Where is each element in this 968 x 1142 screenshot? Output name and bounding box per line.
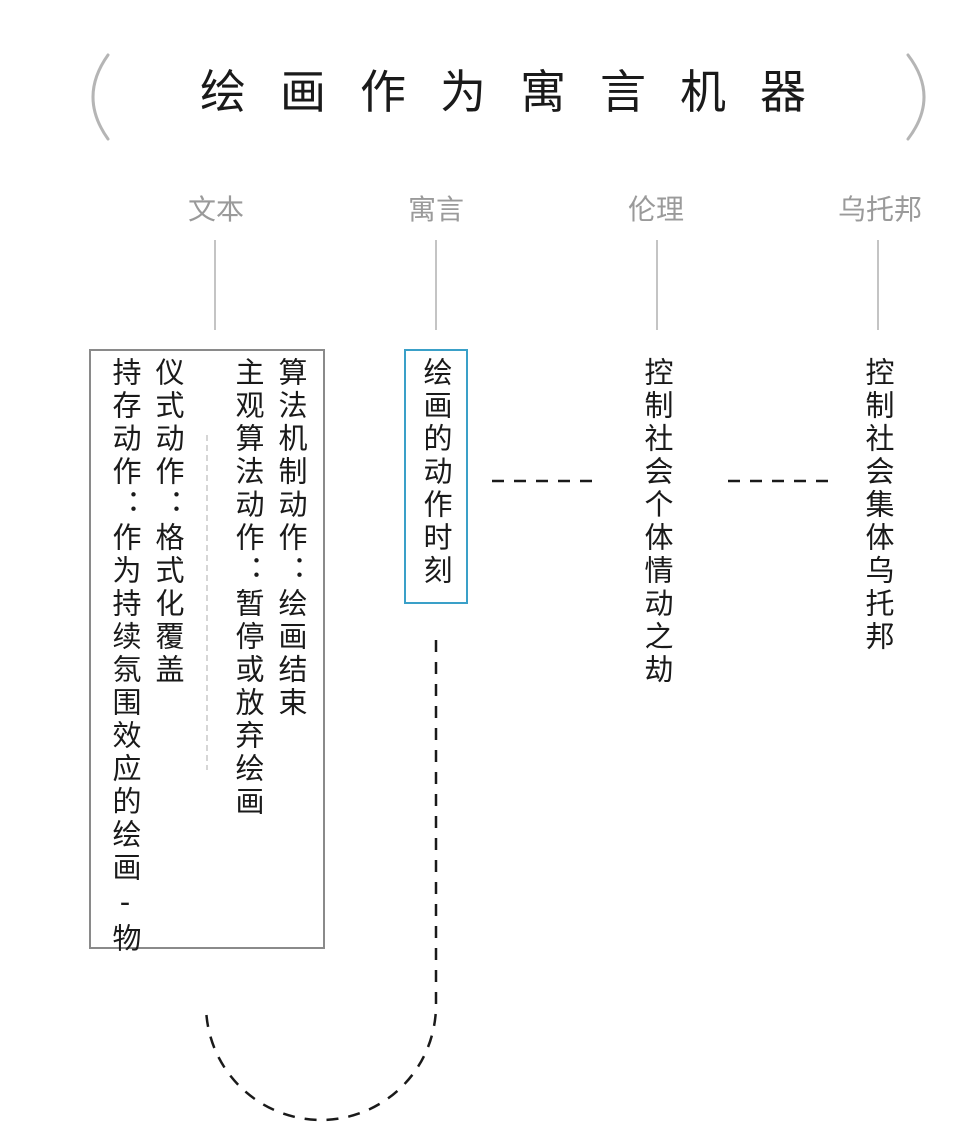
dash-loop-fable-to-text: [204, 640, 438, 1122]
text-box-line-ritual-action: 仪式动作：格式化覆盖: [151, 357, 185, 687]
right-paren: [906, 53, 926, 141]
fable-box-text: 绘画的动作时刻: [419, 357, 453, 588]
title-brackets: [91, 53, 926, 141]
text-box-line-subjective-algorithm: 主观算法动作：暂停或放弃绘画: [231, 357, 265, 819]
text-box: [89, 349, 325, 949]
utopia-text: 控制社会集体乌托邦: [861, 357, 895, 654]
fable-box: [404, 349, 468, 604]
column-label-text: 文本: [187, 193, 244, 226]
ethics-text: 控制社会个体情动之劫: [640, 357, 674, 687]
column-label-utopia: 乌托邦: [837, 193, 922, 226]
text-box-line-persistent-action: 持存动作：作为持续氛围效应的绘画-物: [108, 357, 142, 956]
text-box-line-algorithmic-mechanism: 算法机制动作：绘画结束: [274, 357, 308, 720]
column-label-fable: 寓言: [407, 193, 464, 226]
column-label-ethics: 伦理: [627, 193, 684, 226]
title-banner: 绘画作为寓言机器: [0, 0, 968, 160]
left-paren: [91, 53, 110, 141]
diagram-title: 绘画作为寓言机器: [200, 65, 840, 119]
